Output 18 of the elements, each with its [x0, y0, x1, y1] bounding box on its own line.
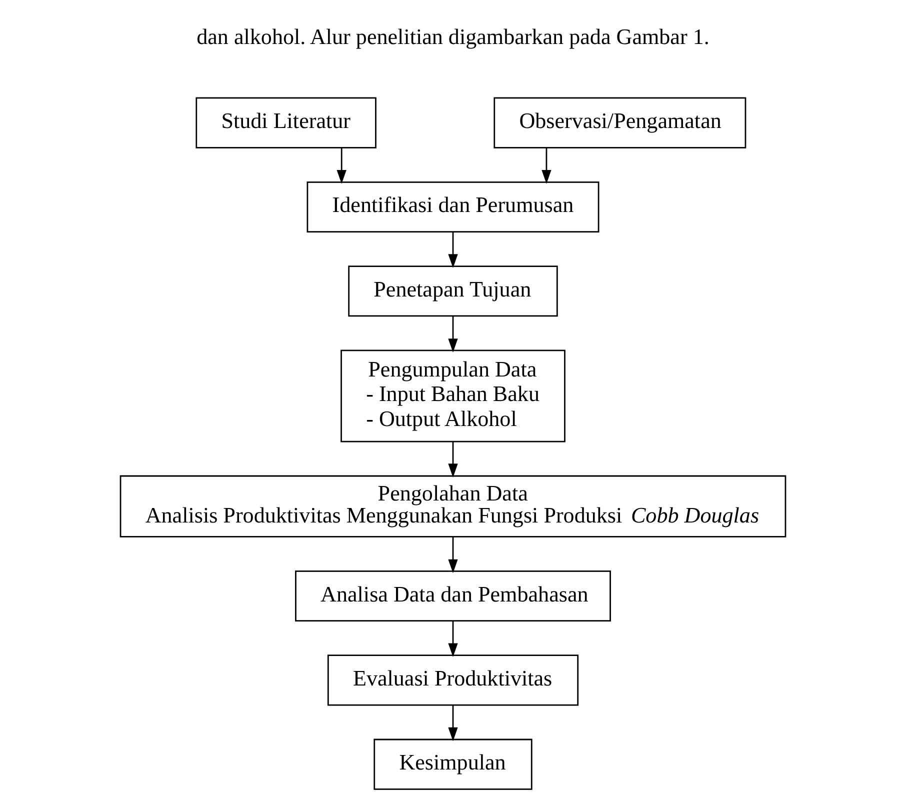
arrow	[448, 621, 458, 658]
arrow	[448, 316, 458, 352]
arrow	[541, 148, 551, 184]
label: dan alkohol. Alur penelitian digambarkan pada Gambar 1.	[196, 24, 709, 49]
node-box: Pengumpulan Data - Input Bahan Baku - Output Alkohol	[340, 350, 565, 442]
node-box: Pengolahan Data Analisis Produktivitas Menggunakan Fungsi Produksi Cobb Douglas	[119, 475, 786, 538]
arrow	[448, 442, 458, 478]
arrow	[448, 705, 458, 742]
node-box: Observasi/Pengamatan	[493, 97, 746, 148]
arrow	[336, 148, 346, 184]
node-box: Penetapan Tujuan	[348, 266, 558, 317]
arrow	[448, 232, 458, 268]
node-box: Analisa Data dan Pembahasan	[294, 570, 610, 622]
node-box: Kesimpulan	[373, 738, 532, 790]
node-box: Evaluasi Produktivitas	[326, 654, 578, 706]
node-box: Studi Literatur	[195, 97, 376, 148]
arrow	[448, 536, 458, 574]
node-box: Identifikasi dan Perumusan	[306, 181, 599, 232]
